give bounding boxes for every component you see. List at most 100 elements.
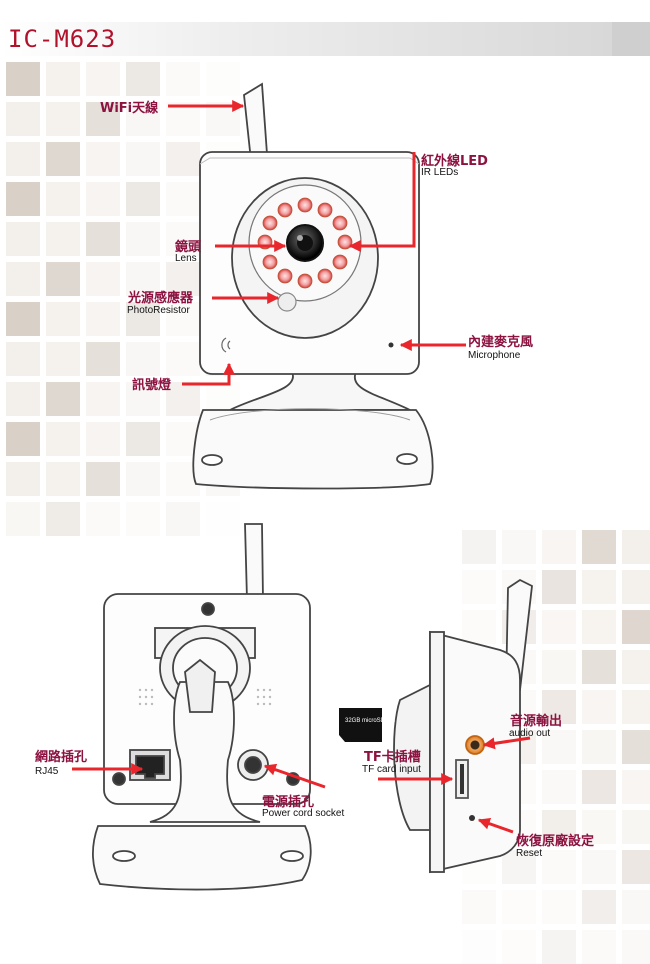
- label-photoresistor-zh: 光源感應器: [128, 291, 194, 306]
- mosaic-tile: [6, 462, 40, 496]
- mosaic-tile: [622, 610, 650, 644]
- mosaic-tile: [86, 462, 120, 496]
- back-antenna: [244, 523, 264, 601]
- mosaic-tile: [6, 502, 40, 536]
- mosaic-tile: [6, 262, 40, 296]
- mosaic-tile: [542, 570, 576, 604]
- mosaic-tile: [622, 730, 650, 764]
- mosaic-tile: [86, 182, 120, 216]
- mosaic-tile: [46, 262, 80, 296]
- page-title: IC-M623: [8, 25, 117, 53]
- mosaic-tile: [542, 810, 576, 844]
- photoresistor-sensor: [277, 292, 297, 312]
- header-tab: [612, 22, 650, 56]
- header-bar: IC-M623: [0, 22, 650, 56]
- mosaic-tile: [622, 890, 650, 924]
- mosaic-tile: [502, 930, 536, 964]
- mosaic-tile: [6, 342, 40, 376]
- mosaic-tile: [86, 502, 120, 536]
- mosaic-tile: [542, 930, 576, 964]
- mosaic-tile: [126, 142, 160, 176]
- mosaic-tile: [126, 62, 160, 96]
- mosaic-tile: [622, 850, 650, 884]
- mosaic-tile: [86, 62, 120, 96]
- label-tf-card-en: TF card input: [362, 764, 421, 775]
- mosaic-tile: [582, 650, 616, 684]
- label-reset-en: Reset: [516, 848, 543, 859]
- mosaic-tile: [46, 182, 80, 216]
- mosaic-tile: [206, 502, 240, 536]
- label-microphone-zh: 內建麥克風: [468, 335, 534, 350]
- mosaic-tile: [582, 850, 616, 884]
- mosaic-tile: [166, 222, 200, 256]
- mosaic-tile: [542, 690, 576, 724]
- side-camera: [393, 578, 533, 874]
- mosaic-tile: [86, 262, 120, 296]
- microphone-hole: [388, 342, 394, 348]
- mosaic-tile: [166, 102, 200, 136]
- mosaic-tile: [542, 890, 576, 924]
- mosaic-tile: [86, 302, 120, 336]
- label-tf-card-zh: TF卡插槽: [364, 750, 421, 765]
- mosaic-tile: [582, 770, 616, 804]
- mosaic-tile: [622, 810, 650, 844]
- front-base: [192, 409, 434, 490]
- label-indicator: 訊號燈: [132, 378, 172, 393]
- mosaic-tile: [542, 530, 576, 564]
- mosaic-tile: [622, 530, 650, 564]
- mosaic-tile: [166, 182, 200, 216]
- label-photoresistor-en: PhotoResistor: [127, 305, 190, 316]
- mosaic-tile: [46, 342, 80, 376]
- mosaic-tile: [6, 102, 40, 136]
- label-lens-en: Lens: [175, 253, 197, 264]
- front-camera: [192, 82, 434, 490]
- mosaic-tile: [166, 342, 200, 376]
- mosaic-tile: [126, 262, 160, 296]
- mosaic-tile: [126, 102, 160, 136]
- mosaic-tile: [126, 182, 160, 216]
- mosaic-tile: [86, 422, 120, 456]
- mosaic-tile: [166, 262, 200, 296]
- label-rj45-en: RJ45: [35, 766, 59, 777]
- mosaic-tile: [46, 102, 80, 136]
- mosaic-tile: [6, 182, 40, 216]
- reset-hole: [469, 815, 475, 821]
- mosaic-tile: [6, 142, 40, 176]
- label-ir-leds-en: IR LEDs: [421, 167, 459, 178]
- ir-led-ring: [257, 197, 353, 289]
- mosaic-tile: [542, 770, 576, 804]
- mosaic-tile: [86, 342, 120, 376]
- mosaic-tile: [6, 422, 40, 456]
- mosaic-tile: [462, 930, 496, 964]
- mosaic-tile: [542, 730, 576, 764]
- mosaic-tile: [166, 62, 200, 96]
- label-reset-zh: 恢復原廠設定: [516, 834, 595, 849]
- mosaic-tile: [46, 422, 80, 456]
- mosaic-tile: [46, 382, 80, 416]
- mosaic-tile: [206, 62, 240, 96]
- mosaic-tile: [502, 890, 536, 924]
- label-wifi-antenna: WiFi天線: [100, 101, 159, 116]
- back-base: [92, 825, 312, 891]
- back-camera: [92, 523, 312, 891]
- mosaic-tile: [46, 462, 80, 496]
- mosaic-tile: [622, 770, 650, 804]
- mosaic-tile: [6, 62, 40, 96]
- mosaic-tile: [462, 890, 496, 924]
- label-audio-out-zh: 音源輸出: [510, 714, 563, 729]
- mosaic-tile: [166, 502, 200, 536]
- mosaic-tile: [166, 382, 200, 416]
- microsd-card-icon: [339, 708, 382, 742]
- mosaic-tile: [582, 730, 616, 764]
- mosaic-tile: [86, 102, 120, 136]
- audio-out-jack: [465, 735, 485, 755]
- mosaic-tile: [126, 422, 160, 456]
- mosaic-tile: [542, 650, 576, 684]
- label-ir-leds-zh: 紅外線LED: [421, 154, 488, 169]
- mosaic-tile: [6, 222, 40, 256]
- mosaic-tile: [6, 382, 40, 416]
- label-lens-zh: 鏡頭: [175, 240, 202, 255]
- mosaic-tile: [462, 570, 496, 604]
- mosaic-tile: [126, 222, 160, 256]
